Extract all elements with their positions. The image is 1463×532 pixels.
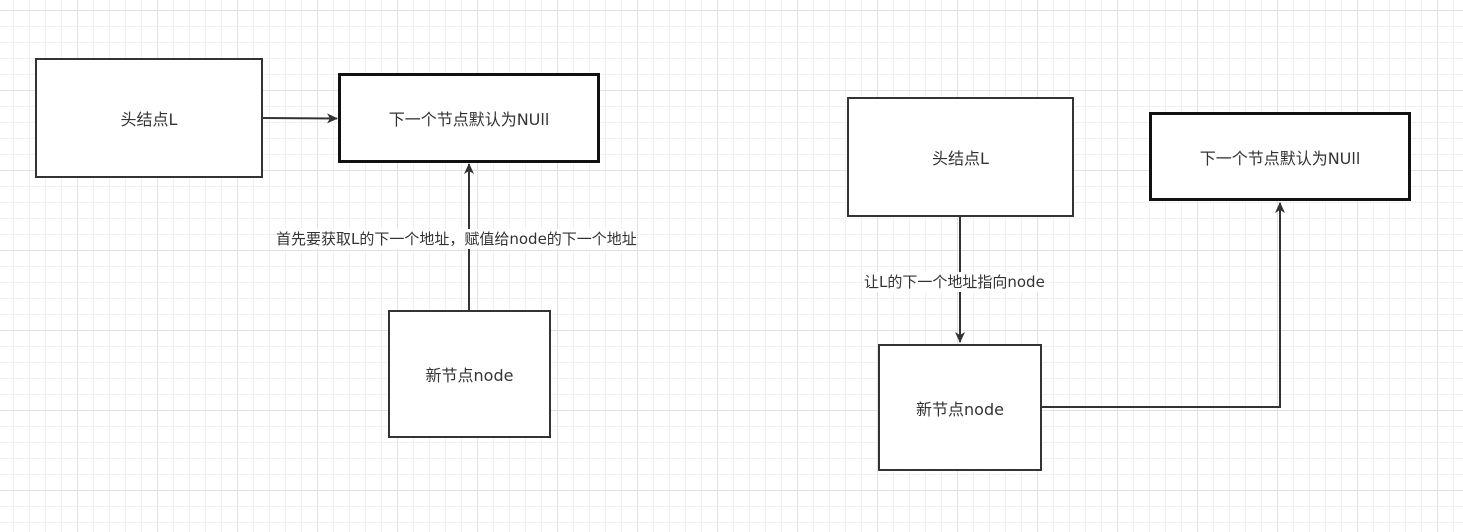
new-node-left: 新节点node: [388, 310, 551, 438]
edge-label-left: 首先要获取L的下一个地址，赋值给node的下一个地址: [276, 229, 637, 249]
new-node-left-label: 新节点node: [425, 366, 514, 385]
head-node-right-label: 头结点L: [932, 149, 989, 168]
next-node-right-label: 下一个节点默认为NUll: [1199, 148, 1361, 168]
edge-newnode-to-next-right: [1042, 202, 1285, 408]
next-node-left: 下一个节点默认为NUll: [338, 73, 600, 163]
head-node-left-label: 头结点L: [120, 110, 178, 129]
new-node-right-label: 新节点node: [916, 399, 1004, 419]
edge-label-right: 让L的下一个地址指向node: [864, 272, 1045, 292]
edge-head-to-next-left: [262, 113, 338, 124]
new-node-right: 新节点node: [878, 344, 1042, 471]
next-node-left-label: 下一个节点默认为NUll: [388, 110, 550, 129]
head-node-left: 头结点L: [35, 58, 263, 178]
head-node-right: 头结点L: [847, 97, 1074, 217]
next-node-right: 下一个节点默认为NUll: [1149, 112, 1411, 201]
